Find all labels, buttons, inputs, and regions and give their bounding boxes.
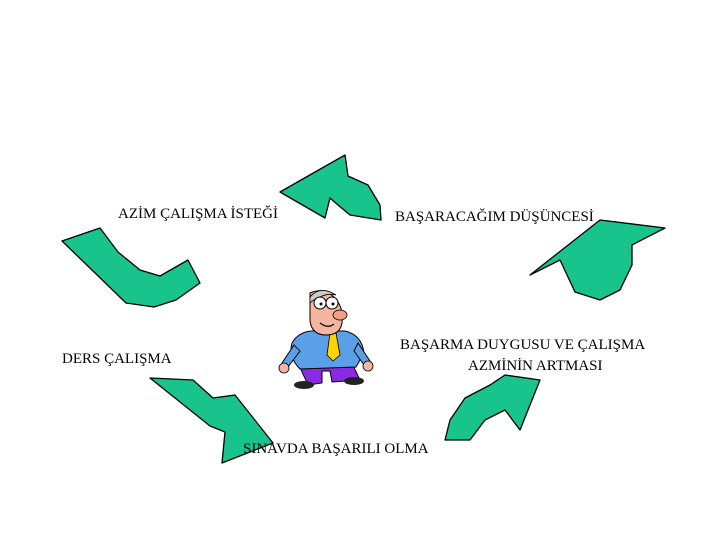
node-basarma-duygusu-line2: AZMİNİN ARTMASI [468,358,603,374]
arrow-bottom-right [444,374,541,441]
node-basarma-duygusu-line1: BAŞARMA DUYGUSU VE ÇALIŞMA [400,337,646,353]
arrow-upper-right [529,219,666,301]
cartoon-student-figure [278,290,374,389]
arrow-bottom-left [149,377,274,464]
node-azim-calisma-istegi: AZİM ÇALIŞMA İSTEĞİ [118,206,278,222]
arrow-top [279,154,382,221]
node-sinavda-basarili-olma: SINAVDA BAŞARILI OLMA [243,441,429,457]
node-basaracagim-dusuncesi: BAŞARACAĞIM DÜŞÜNCESİ [395,209,594,225]
node-ders-calisma: DERS ÇALIŞMA [62,351,172,367]
arrow-left [61,227,201,308]
